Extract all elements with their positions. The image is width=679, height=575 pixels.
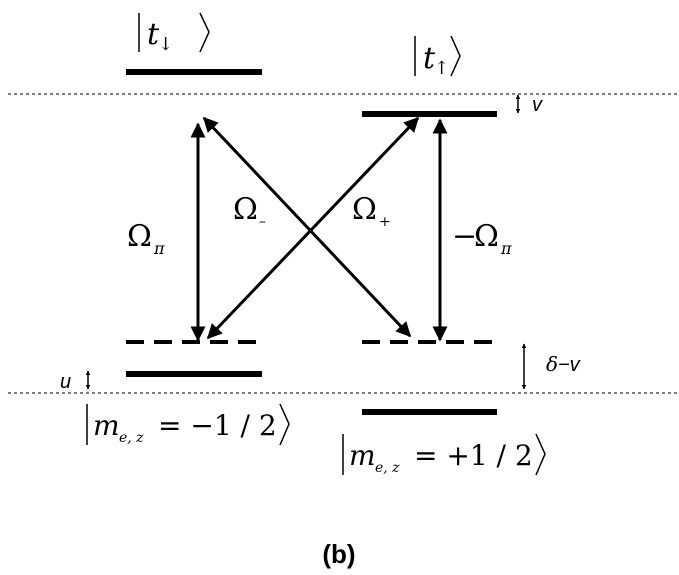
figure-caption: (b): [322, 539, 355, 569]
ket-t-down-symbol: t: [147, 17, 160, 52]
label-minus-v: −v: [558, 354, 581, 376]
label-delta: δ: [546, 352, 558, 376]
label-v: v: [532, 94, 543, 116]
omega-plus-symbol: Ω: [352, 192, 377, 227]
ket-me-plus-value: = +1 / 2: [414, 439, 533, 472]
ket-t-up-arrow: ↑: [434, 58, 449, 79]
label-me-plus: m e, z = +1 / 2: [342, 433, 546, 476]
ket-me-minus-sub: e, z: [119, 430, 144, 446]
omega-minus-symbol: Ω: [233, 192, 258, 227]
ket-t-up-symbol: t: [423, 41, 436, 76]
label-me-minus: m e, z = −1 / 2: [86, 403, 290, 446]
ket-me-minus-value: = −1 / 2: [158, 409, 277, 442]
omega-plus-sub: +: [379, 214, 391, 230]
label-omega-plus: Ω +: [352, 192, 391, 230]
omega-pi-right-symbol: Ω: [474, 219, 499, 254]
arrow-omega-plus: [206, 116, 420, 340]
omega-pi-right-sign: −: [452, 219, 477, 254]
label-omega-minus: Ω –: [233, 192, 266, 230]
omega-minus-sub: –: [259, 214, 266, 230]
label-u: u: [60, 371, 71, 393]
label-delta-minus-v: δ −v: [546, 352, 581, 376]
label-omega-pi-right: − Ω π: [452, 219, 512, 258]
ket-me-plus-m: m: [349, 439, 376, 472]
omega-pi-right-sub: π: [500, 239, 512, 258]
omega-pi-left-sub: π: [153, 239, 165, 258]
omega-pi-left-symbol: Ω: [127, 219, 152, 254]
label-t-down: t ↓: [138, 12, 210, 55]
label-omega-pi-left: Ω π: [127, 219, 165, 258]
ket-t-down-arrow: ↓: [158, 34, 173, 55]
ket-me-minus-m: m: [93, 409, 120, 442]
label-t-up: t ↑: [414, 35, 461, 79]
ket-me-plus-sub: e, z: [375, 460, 400, 476]
